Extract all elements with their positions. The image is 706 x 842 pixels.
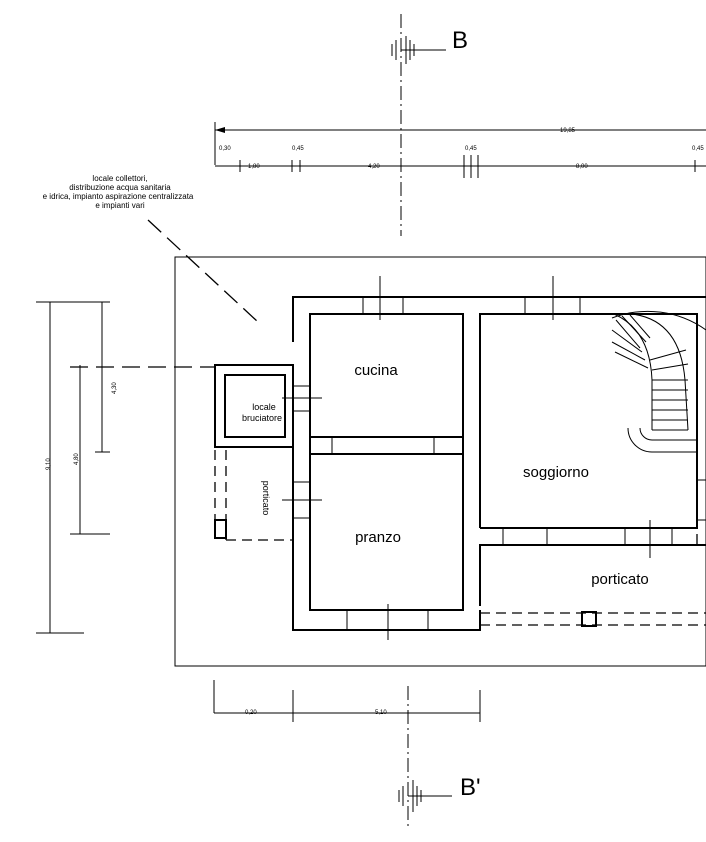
section-label-b-prime: B'	[460, 774, 481, 801]
left-porch: porticato	[214, 450, 293, 541]
house-walls	[292, 296, 706, 631]
dim-top-d: 0,45	[692, 146, 704, 152]
top-dimensions: 19,85 0,30 0,45 0,45 0,45 1,80 4,20 8,00	[214, 122, 706, 178]
opening-markers	[282, 276, 651, 640]
dim-bottom-a: 0,20	[245, 710, 257, 716]
note-line-4: e impianti vari	[95, 201, 145, 210]
dim-top-c: 0,45	[465, 146, 477, 152]
dim-left-inner: 4,30	[112, 382, 118, 394]
boiler-room: locale bruciatore	[214, 364, 294, 448]
site-boundary	[174, 256, 706, 667]
dim-left-mid: 4,80	[74, 453, 80, 465]
note-line-1: locale collettori,	[92, 174, 147, 183]
room-label-dining: pranzo	[355, 529, 401, 546]
room-label-porch: porticato	[591, 571, 649, 588]
boiler-room-label-1: locale	[252, 402, 276, 412]
note-line-3: e idrica, impianto aspirazione centraliz…	[43, 192, 194, 201]
bottom-dimensions: 0,20 5,10	[213, 680, 481, 722]
technical-room-note: locale collettori, distribuzione acqua s…	[43, 174, 259, 323]
room-label-living: soggiorno	[523, 464, 589, 481]
section-marker-bottom: B'	[398, 686, 481, 830]
dim-top-g: 8,00	[576, 164, 588, 170]
dim-top-b: 0,45	[292, 146, 304, 152]
dim-top-e: 1,80	[248, 164, 260, 170]
dim-top-a: 0,30	[219, 146, 231, 152]
section-label-b: B	[452, 27, 468, 54]
porch-left-label: porticato	[261, 481, 271, 516]
dim-left-outer: 9,10	[46, 458, 52, 470]
room-label-kitchen: cucina	[354, 362, 398, 379]
left-dimensions: 9,10 4,80 4,30	[36, 301, 215, 634]
spiral-staircase	[611, 310, 706, 453]
note-line-2: distribuzione acqua sanitaria	[69, 183, 171, 192]
dim-bottom-b: 5,10	[375, 710, 387, 716]
dim-top-f: 4,20	[368, 164, 380, 170]
right-porch	[462, 460, 706, 627]
section-marker-top: B	[391, 14, 468, 236]
boiler-room-label-2: bruciatore	[242, 413, 282, 423]
dim-top-total: 19,85	[560, 128, 576, 134]
